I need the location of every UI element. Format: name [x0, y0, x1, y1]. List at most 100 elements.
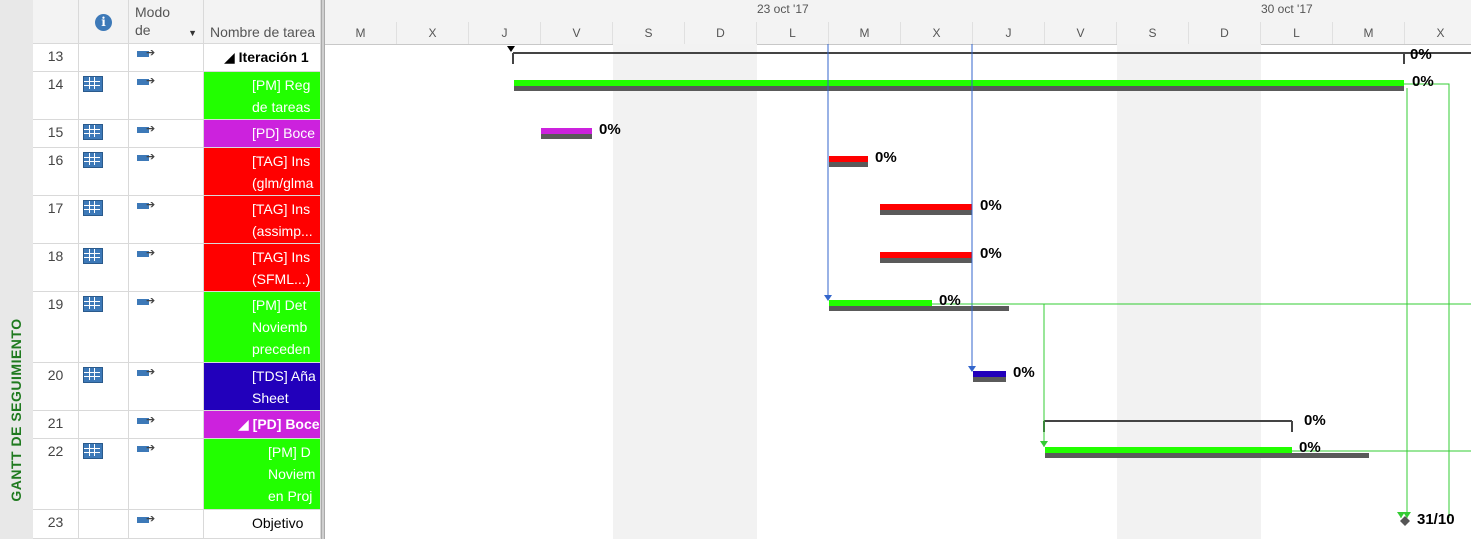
percent-complete-label: 0% — [980, 245, 1002, 262]
percent-complete-label: 0% — [980, 197, 1002, 214]
pane-splitter[interactable] — [321, 0, 325, 539]
auto-scheduled-icon — [137, 150, 155, 164]
table-icon — [83, 443, 103, 459]
task-name-cell[interactable]: [TAG] Ins (SFML...) — [204, 244, 321, 292]
task-name-cell[interactable]: Objetivo — [204, 510, 321, 539]
day-label: L — [757, 22, 829, 44]
indicator-cell[interactable] — [79, 411, 129, 439]
day-label: M — [325, 22, 397, 44]
percent-complete-label: 0% — [1412, 73, 1434, 90]
task-mode-cell[interactable] — [129, 292, 204, 363]
task-bar — [829, 156, 868, 162]
task-name-cell[interactable]: ◢ [PD] Boce — [204, 411, 321, 439]
indicator-cell[interactable] — [79, 72, 129, 120]
task-name-cell[interactable]: ◢ Iteración 1 — [204, 44, 321, 72]
task-bar — [880, 252, 972, 258]
row-number[interactable]: 16 — [33, 148, 79, 196]
dropdown-arrow-icon[interactable]: ▼ — [188, 28, 197, 38]
auto-scheduled-icon — [137, 46, 155, 60]
row-number[interactable]: 23 — [33, 510, 79, 539]
day-label: X — [901, 22, 973, 44]
arrow-head — [1397, 512, 1405, 518]
mode-column-label: Modo de — [135, 4, 171, 38]
task-mode-cell[interactable] — [129, 120, 204, 148]
mode-column-header[interactable]: Modo de ▼ — [129, 0, 204, 44]
indicator-cell[interactable] — [79, 292, 129, 363]
auto-scheduled-icon — [137, 74, 155, 88]
task-name-cell[interactable]: [PD] Boce — [204, 120, 321, 148]
day-label: J — [973, 22, 1045, 44]
row-number[interactable]: 14 — [33, 72, 79, 120]
task-bar — [973, 371, 1006, 377]
row-number[interactable]: 18 — [33, 244, 79, 292]
day-label: D — [685, 22, 757, 44]
row-number[interactable]: 17 — [33, 196, 79, 244]
indicator-cell[interactable] — [79, 196, 129, 244]
indicator-cell[interactable] — [79, 439, 129, 510]
arrow-head — [968, 366, 976, 372]
week-label: 23 oct '17 — [757, 2, 809, 16]
arrow-head — [1040, 441, 1048, 447]
info-column-header[interactable]: i — [79, 0, 129, 44]
arrow-head — [1403, 512, 1411, 518]
name-column-header[interactable]: Nombre de tarea — [204, 0, 321, 44]
task-bar — [880, 204, 972, 210]
task-name-cell[interactable]: [TDS] Aña Sheet — [204, 363, 321, 411]
baseline-bar — [829, 162, 868, 167]
percent-complete-label: 0% — [875, 149, 897, 166]
day-label: X — [1405, 22, 1471, 44]
row-number[interactable]: 19 — [33, 292, 79, 363]
task-mode-cell[interactable] — [129, 196, 204, 244]
auto-scheduled-icon — [137, 441, 155, 455]
task-bar — [541, 128, 592, 134]
day-label: J — [469, 22, 541, 44]
task-mode-cell[interactable] — [129, 72, 204, 120]
row-number[interactable]: 21 — [33, 411, 79, 439]
task-mode-cell[interactable] — [129, 411, 204, 439]
task-mode-cell[interactable] — [129, 44, 204, 72]
row-number[interactable]: 20 — [33, 363, 79, 411]
day-label: V — [541, 22, 613, 44]
auto-scheduled-icon — [137, 122, 155, 136]
row-number[interactable]: 13 — [33, 44, 79, 72]
task-mode-cell[interactable] — [129, 510, 204, 539]
indicator-cell[interactable] — [79, 510, 129, 539]
row-number[interactable]: 22 — [33, 439, 79, 510]
table-icon — [83, 124, 103, 140]
percent-complete-label: 0% — [1013, 364, 1035, 381]
task-name-cell[interactable]: [TAG] Ins (glm/glma — [204, 148, 321, 196]
day-label: S — [613, 22, 685, 44]
dependency-link — [1404, 83, 1450, 518]
arrow-head — [507, 46, 515, 52]
task-mode-cell[interactable] — [129, 244, 204, 292]
day-label: S — [1117, 22, 1189, 44]
task-name-cell[interactable]: [PM] Det Noviemb preceden — [204, 292, 321, 363]
baseline-bar — [973, 377, 1006, 382]
auto-scheduled-icon — [137, 512, 155, 526]
baseline-bar — [1045, 453, 1369, 458]
task-name-cell[interactable]: [TAG] Ins (assimp... — [204, 196, 321, 244]
task-mode-cell[interactable] — [129, 439, 204, 510]
indicator-cell[interactable] — [79, 120, 129, 148]
name-column-label: Nombre de tarea — [210, 24, 316, 40]
indicator-cell[interactable] — [79, 363, 129, 411]
weekend-shading — [685, 44, 757, 539]
table-icon — [83, 367, 103, 383]
indicator-cell[interactable] — [79, 148, 129, 196]
task-name-cell[interactable]: [PM] Reg de tareas — [204, 72, 321, 120]
task-name-cell[interactable]: [PM] D Noviem en Proj — [204, 439, 321, 510]
task-mode-cell[interactable] — [129, 148, 204, 196]
task-mode-cell[interactable] — [129, 363, 204, 411]
table-icon — [83, 200, 103, 216]
baseline-bar — [880, 210, 972, 215]
row-number[interactable]: 15 — [33, 120, 79, 148]
auto-scheduled-icon — [137, 413, 155, 427]
table-icon — [83, 296, 103, 312]
percent-complete-label: 0% — [1410, 46, 1432, 63]
baseline-bar — [829, 306, 1009, 311]
indicator-cell[interactable] — [79, 44, 129, 72]
milestone-diamond — [1400, 516, 1410, 526]
indicator-cell[interactable] — [79, 244, 129, 292]
timescale-header — [325, 0, 1471, 45]
milestone-date-label: 31/10 — [1417, 511, 1455, 528]
